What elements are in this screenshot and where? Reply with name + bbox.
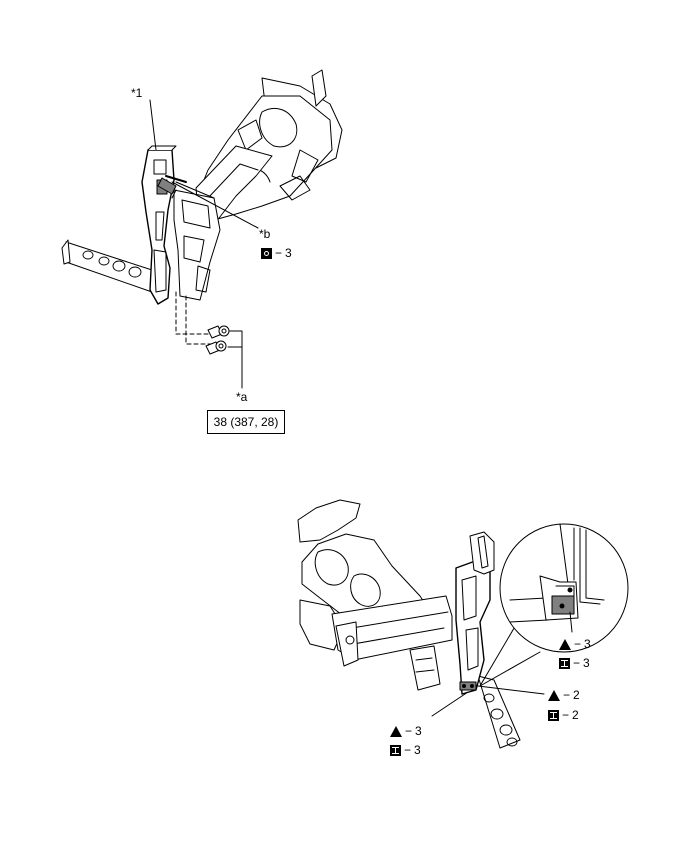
callout-b-label: *b (259, 227, 271, 241)
triangle-i-icon (559, 638, 571, 650)
symbol-row-right-1: − 2 (548, 688, 580, 702)
symbol-value: 2 (572, 708, 579, 722)
triangle-i-icon (390, 725, 402, 737)
symbol-sep: − (562, 708, 570, 722)
symbol-row-left-2: − 3 (390, 743, 421, 757)
symbol-value: 3 (583, 656, 590, 670)
symbol-row-left-1: − 3 (390, 724, 422, 738)
symbol-value: 3 (584, 637, 591, 651)
torque-spec-box: 38 (387, 28) (207, 410, 285, 434)
i-box-icon (559, 657, 570, 669)
i-box-icon (390, 744, 401, 756)
symbol-sep: − (405, 724, 413, 738)
top-vehicle-structure (61, 69, 343, 389)
symbol-row-right-2: − 2 (548, 708, 579, 722)
symbol-value: 3 (414, 743, 421, 757)
symbol-sep: − (573, 656, 581, 670)
symbol-sep: − (563, 688, 571, 702)
i-box-icon (548, 709, 559, 721)
bolt-icon (207, 325, 230, 339)
symbol-row-inset-2: − 3 (559, 656, 590, 670)
symbol-sep: − (574, 637, 582, 651)
symbol-sep: − (404, 743, 412, 757)
bolt-icon (205, 340, 227, 355)
o-box-icon (261, 247, 272, 259)
symbol-value: 3 (285, 246, 292, 260)
symbol-sep: − (275, 246, 283, 260)
detail-inset (479, 523, 629, 687)
symbol-value: 3 (415, 724, 422, 738)
triangle-i-icon (548, 689, 560, 701)
callout-a-label: *a (236, 390, 248, 404)
symbol-row-top: − 3 (261, 246, 292, 260)
symbol-value: 2 (573, 688, 580, 702)
bottom-vehicle-structure (297, 499, 545, 749)
symbol-row-inset-1: − 3 (559, 637, 591, 651)
part-1-label: *1 (131, 86, 143, 100)
